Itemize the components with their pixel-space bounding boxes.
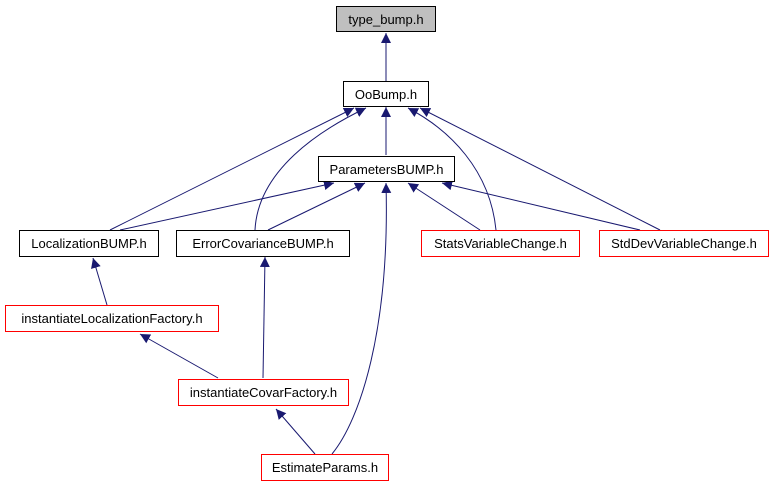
edge-localizationbump-to-oobump xyxy=(109,107,355,231)
node-instantiatecovarfactory[interactable]: instantiateCovarFactory.h xyxy=(178,379,349,406)
node-localizationbump[interactable]: LocalizationBUMP.h xyxy=(19,230,159,257)
edge-errorcovariancebump-to-parametersbump xyxy=(267,182,366,231)
node-estimateparams[interactable]: EstimateParams.h xyxy=(261,454,389,481)
node-parametersbump[interactable]: ParametersBUMP.h xyxy=(318,156,455,182)
edge-statsvariablechange-to-parametersbump xyxy=(407,182,481,231)
node-errorcovariancebump[interactable]: ErrorCovarianceBUMP.h xyxy=(176,230,350,257)
edge-errorcovariancebump-to-oobump xyxy=(254,107,367,231)
edge-localizationbump-to-parametersbump xyxy=(119,180,335,231)
edge-stddevvariablechange-to-oobump xyxy=(419,107,661,231)
node-type-bump: type_bump.h xyxy=(336,6,436,32)
edge-estimateparams-to-parametersbump xyxy=(331,182,392,455)
edge-instantiatecovarfactory-to-instantiatelocalizationfactory xyxy=(139,333,219,379)
edge-instantiatecovarfactory-to-errorcovariancebump xyxy=(259,256,270,379)
edge-estimateparams-to-instantiatecovarfactory xyxy=(275,408,316,455)
node-oobump[interactable]: OoBump.h xyxy=(343,81,429,107)
node-stddevvariablechange[interactable]: StdDevVariableChange.h xyxy=(599,230,769,257)
edge-instantiatelocalizationfactory-to-localizationbump xyxy=(91,257,108,306)
node-instantiatelocalizationfactory[interactable]: instantiateLocalizationFactory.h xyxy=(5,305,219,332)
edge-stddevvariablechange-to-parametersbump xyxy=(441,180,641,231)
node-statsvariablechange[interactable]: StatsVariableChange.h xyxy=(421,230,580,257)
